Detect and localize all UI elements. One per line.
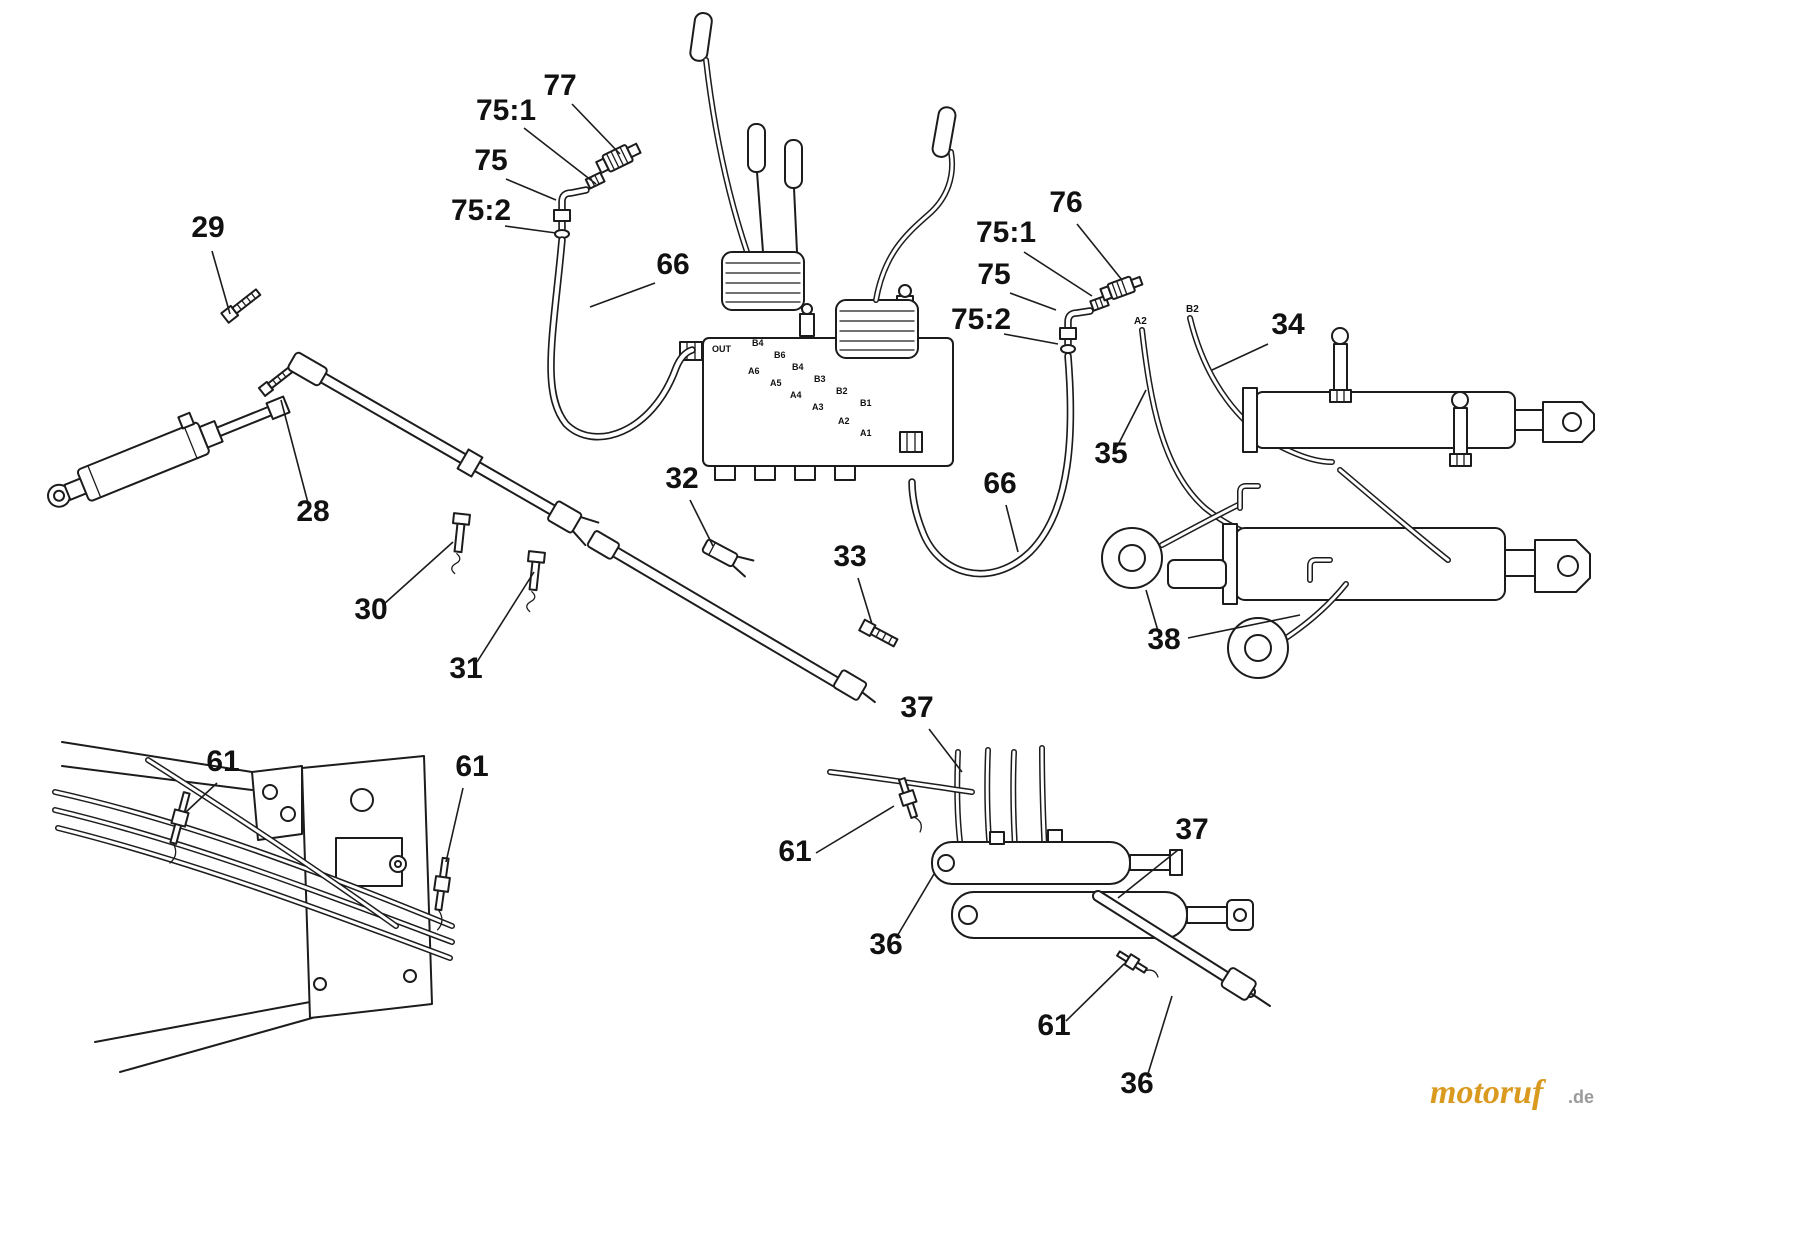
- callout-32: 32: [665, 462, 698, 495]
- rod-37-drawing: [1098, 896, 1271, 1007]
- bottom-cylinder: [1167, 523, 1591, 605]
- fitting-cluster-right: [1059, 275, 1144, 354]
- lift-cylinder-left-drawing: [47, 395, 291, 508]
- valve-port-label: A1: [860, 428, 872, 438]
- bolt-30-drawing: [451, 512, 471, 575]
- valve-port-label: A2: [838, 416, 850, 426]
- callout-34: 34: [1271, 308, 1305, 341]
- damper-38-a: [1101, 527, 1163, 589]
- callout-36-lower: 36: [1120, 1067, 1153, 1100]
- callout-75-1-left: 75:1: [476, 94, 536, 127]
- lever-grip-2: [784, 139, 803, 189]
- leader-lines: [185, 103, 1301, 1078]
- valve-port-label: OUT: [712, 344, 732, 354]
- callout-66-right: 66: [983, 467, 1016, 500]
- lever-grip-1: [747, 123, 766, 173]
- hose-end-label-b2: B2: [1186, 304, 1199, 315]
- valve-port-labels: OUT B4 B6 A6 A5 B4 B3 A4 A3 B2 B1 A2 A1: [712, 338, 872, 438]
- callout-75-2-left: 75:2: [451, 194, 511, 227]
- pin-28-drawing: [257, 366, 294, 397]
- frame-panel-drawing: [55, 741, 453, 1073]
- callout-33: 33: [833, 540, 866, 573]
- valve-port-label: A4: [790, 390, 802, 400]
- valve-port-label: B1: [860, 398, 872, 408]
- callout-35: 35: [1094, 437, 1127, 470]
- cable-tie-61-c: [897, 777, 922, 833]
- o-ring-75-2-right: [1060, 344, 1076, 354]
- callout-61-frame-right: 61: [455, 750, 488, 783]
- coupler-77: [595, 142, 642, 174]
- valve-fin-block-2: [835, 299, 919, 359]
- callout-29: 29: [191, 211, 224, 244]
- callout-75-left: 75: [474, 144, 507, 177]
- watermark-tld: .de: [1568, 1087, 1594, 1107]
- watermark-brand: motoruf: [1430, 1074, 1547, 1111]
- valve-port-label: A6: [748, 366, 760, 376]
- elbow-fitting-1: [1237, 483, 1261, 511]
- cable-tie-61-b: [433, 856, 451, 931]
- callout-37-right: 37: [1175, 813, 1208, 846]
- valve-port-label: B4: [752, 338, 764, 348]
- cable-tie-61-d: [1116, 950, 1159, 978]
- callout-61-frame-left: 61: [206, 745, 239, 778]
- hose-end-label-a2: A2: [1134, 316, 1147, 327]
- valve-port-label: B3: [814, 374, 826, 384]
- callout-77: 77: [543, 69, 576, 102]
- control-valve-drawing: OUT B4 B6 A6 A5 B4 B3 A4 A3 B2 B1 A2 A1: [679, 12, 957, 481]
- fitting-cluster-left: [553, 142, 642, 240]
- cylinder-assembly-bottom: [830, 748, 1271, 1007]
- valve-fin-block-1: [721, 251, 805, 311]
- valve-port-label: A5: [770, 378, 782, 388]
- damper-38-b: [1227, 617, 1289, 679]
- callout-75-1-right: 75:1: [976, 216, 1036, 249]
- cylinder-assembly-right: A2 B2: [1101, 304, 1595, 679]
- elbow-fitting-2: [1307, 557, 1333, 583]
- callout-36-left: 36: [869, 928, 902, 961]
- t-fitting-1: [1329, 327, 1352, 403]
- callout-37-upper: 37: [900, 691, 933, 724]
- callout-31: 31: [449, 652, 482, 685]
- callout-61-lower: 61: [1037, 1009, 1070, 1042]
- callout-75-2-right: 75:2: [951, 303, 1011, 336]
- link-32-drawing: [701, 538, 755, 578]
- valve-port-label: B6: [774, 350, 786, 360]
- valve-port-label: B4: [792, 362, 804, 372]
- callout-30: 30: [354, 593, 387, 626]
- callout-38: 38: [1147, 623, 1180, 656]
- callout-28: 28: [296, 495, 329, 528]
- lever-grip-top: [689, 12, 713, 62]
- valve-port-label: A3: [812, 402, 824, 412]
- tie-rod-drawing: [586, 530, 899, 704]
- bolt-29-drawing: [220, 288, 262, 324]
- t-fitting-2: [1449, 391, 1472, 467]
- top-cylinder: [1242, 387, 1595, 453]
- watermark: motoruf .de: [1430, 1074, 1594, 1111]
- callout-61-center: 61: [778, 835, 811, 868]
- lever-grip-3: [931, 106, 957, 158]
- callout-75-right: 75: [977, 258, 1010, 291]
- callouts: 77 75:1 75 75:2 29 66 76 75:1 75 75:2 34…: [191, 69, 1305, 1100]
- lift-rod-drawing: [287, 351, 600, 613]
- adapter-75-1: [584, 171, 606, 190]
- callout-76: 76: [1049, 186, 1082, 219]
- cable-tie-61-a: [169, 791, 191, 864]
- bolt-33-drawing: [858, 618, 899, 648]
- cylinder-36-upper: [931, 829, 1183, 885]
- coupler-76: [1099, 275, 1144, 302]
- valve-spool-small: [799, 303, 815, 337]
- bolt-31-drawing: [526, 550, 546, 613]
- valve-port-label: B2: [836, 386, 848, 396]
- callout-66-left: 66: [656, 248, 689, 281]
- cylinder-36-lower: [951, 891, 1254, 939]
